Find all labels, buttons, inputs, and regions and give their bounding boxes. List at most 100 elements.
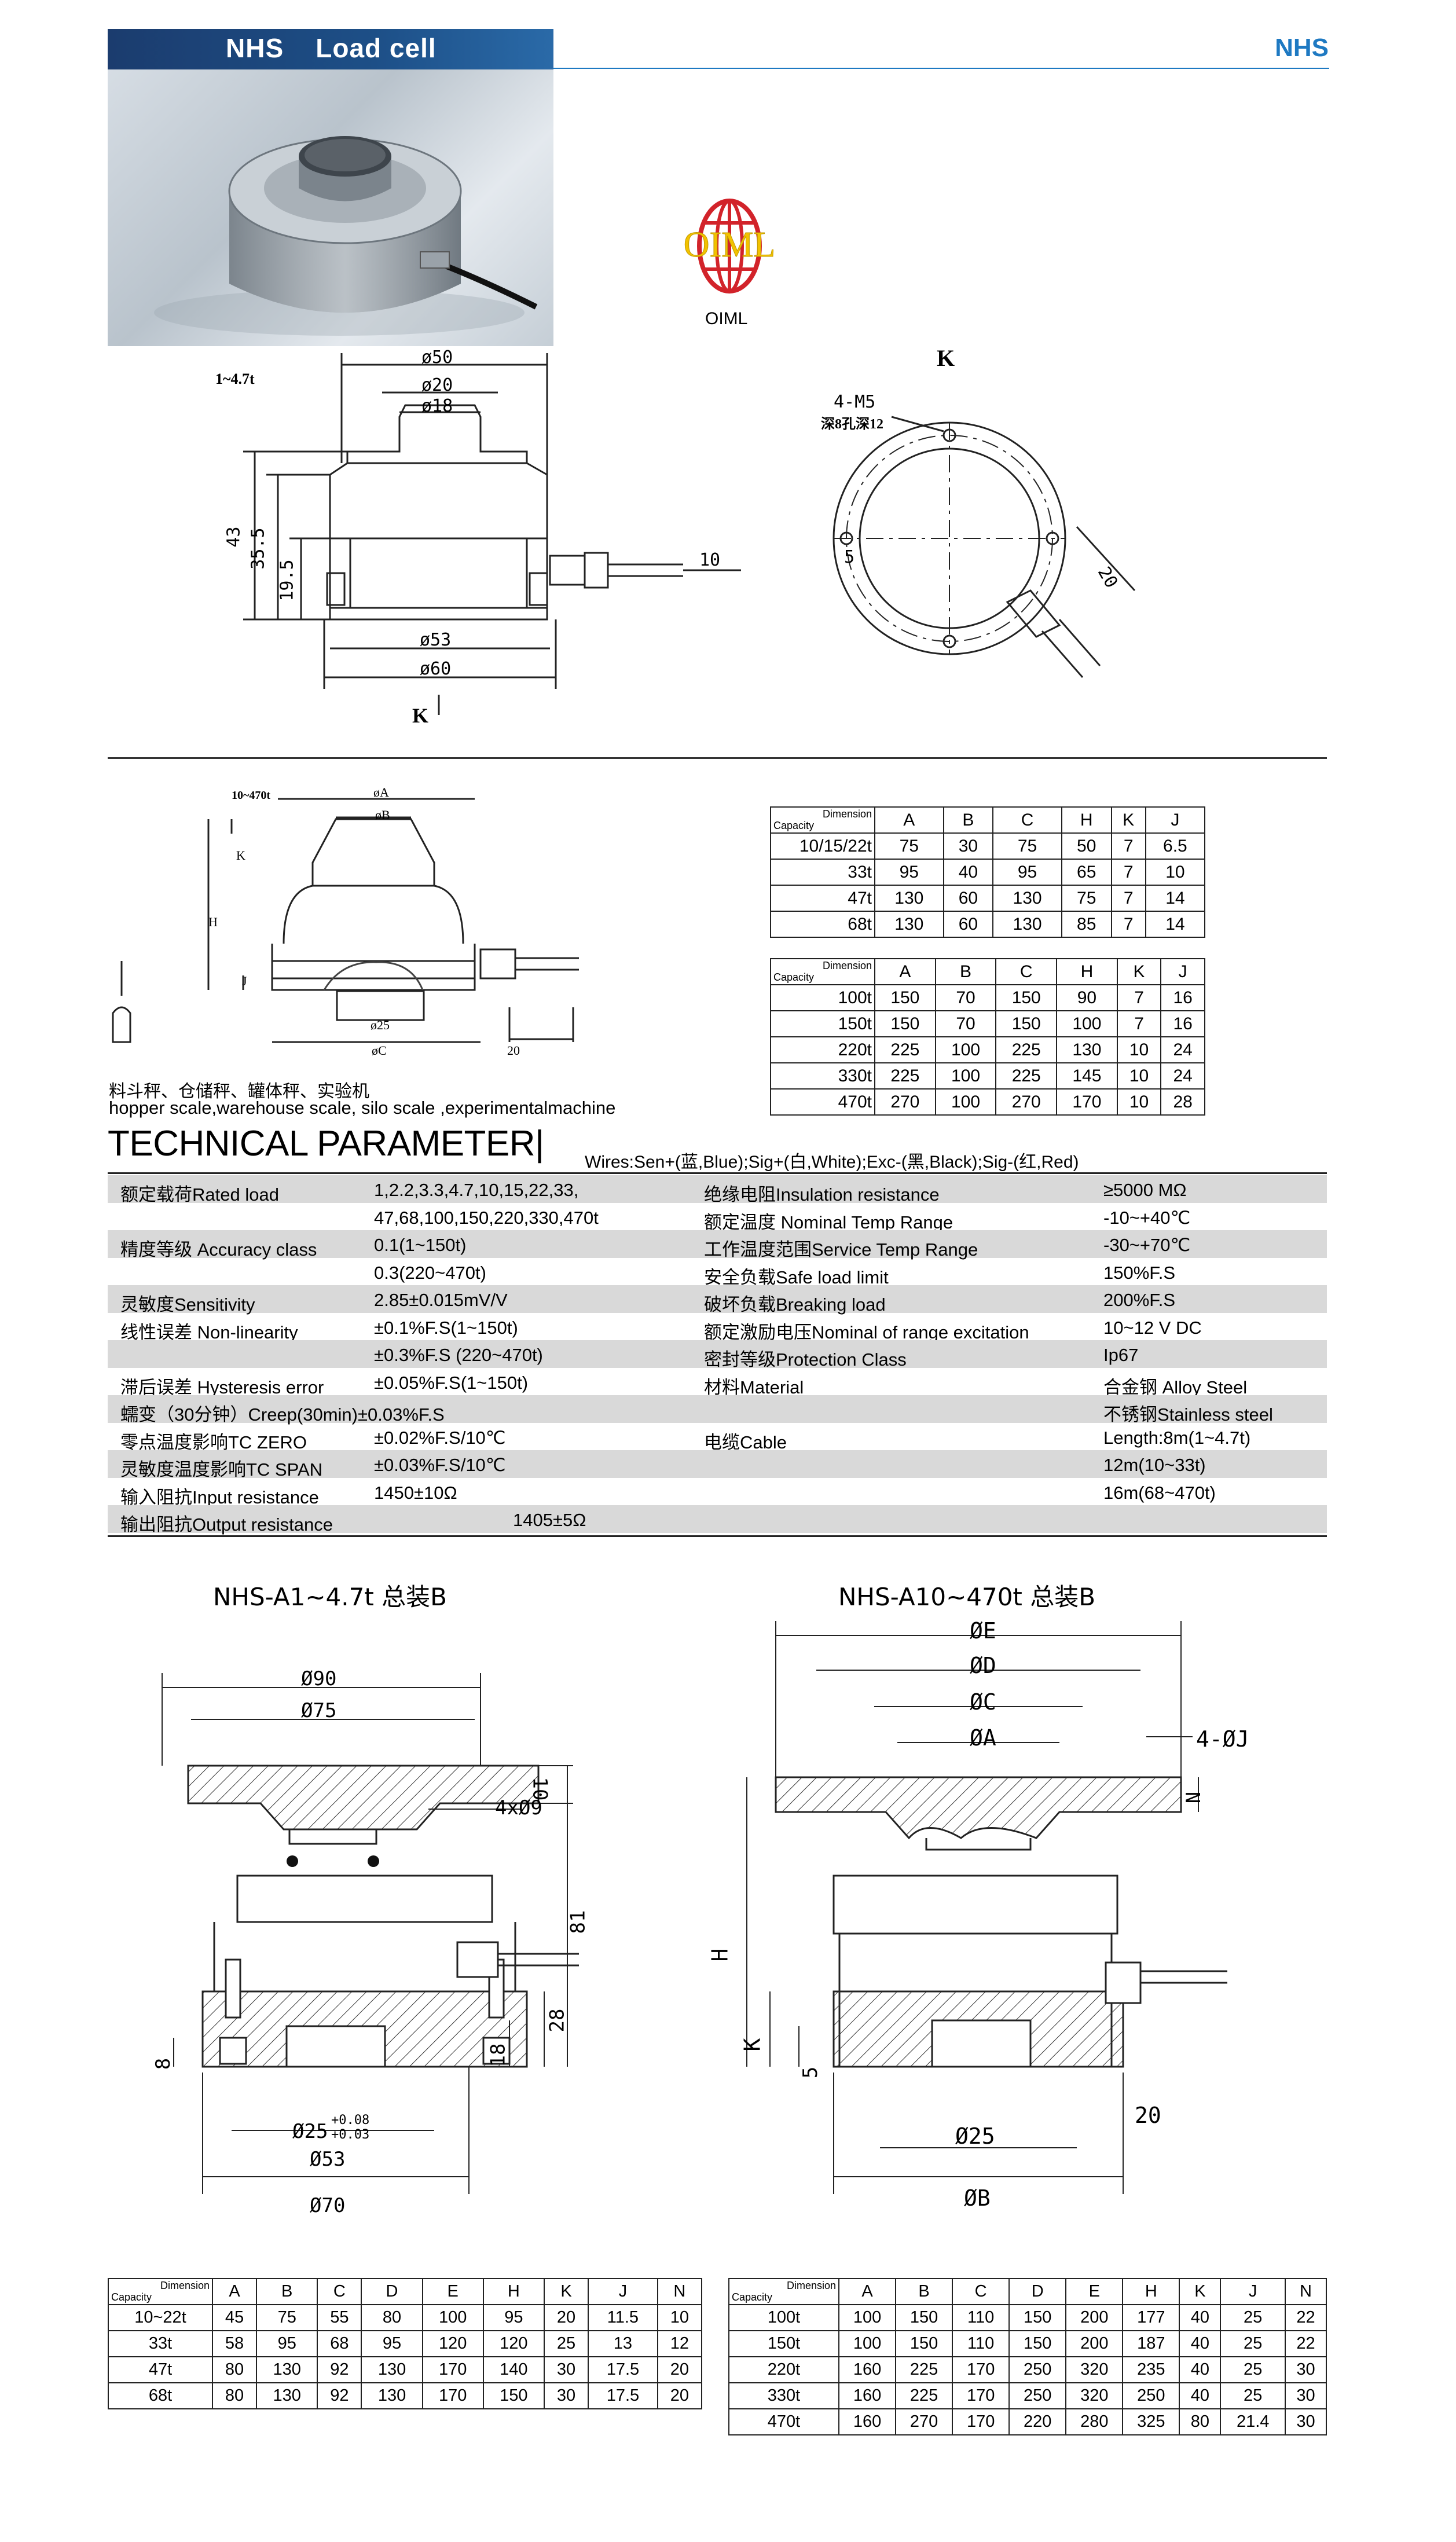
corner-bottom-label: Capacity xyxy=(773,820,815,831)
col-header: A xyxy=(838,2278,897,2305)
col-header: D xyxy=(361,2278,423,2305)
tech-cell: ±0.02%F.S/10℃ xyxy=(374,1427,506,1448)
col-header: B xyxy=(256,2278,318,2305)
table-cell: 7 xyxy=(1116,984,1162,1011)
table-cell: 325 xyxy=(1122,2408,1180,2435)
col-header: A xyxy=(874,806,944,834)
table-cell: 130 xyxy=(992,885,1062,912)
row-capacity: 220t xyxy=(728,2356,839,2383)
table-cell: 30 xyxy=(942,832,994,860)
row-capacity: 10/15/22t xyxy=(770,832,875,860)
table-cell: 14 xyxy=(1145,885,1206,912)
row-capacity: 33t xyxy=(770,859,875,886)
asm-a-d53: Ø53 xyxy=(310,2148,346,2171)
table-cell: 160 xyxy=(838,2408,897,2435)
table-cell: 92 xyxy=(317,2356,362,2383)
tech-cell: 1405±5Ω xyxy=(513,1510,586,1530)
col-header: N xyxy=(1284,2278,1327,2305)
dim-h195: 19.5 xyxy=(277,559,298,601)
table-cell: 6.5 xyxy=(1145,832,1206,860)
table-cell: 20 xyxy=(657,2356,703,2383)
table-cell: 55 xyxy=(317,2304,362,2331)
table-cell: 110 xyxy=(952,2304,1010,2331)
table-cell: 160 xyxy=(838,2382,897,2409)
table-cell: 75 xyxy=(1061,885,1112,912)
row-capacity: 10~22t xyxy=(108,2304,213,2331)
tech-cell: ±0.05%F.S(1~150t) xyxy=(374,1372,529,1393)
table-cell: 150 xyxy=(1008,2304,1067,2331)
asm-b-h: H xyxy=(707,1948,733,1962)
tech-cell: 10~12 V DC xyxy=(1103,1317,1202,1338)
asm-a-h18: 18 xyxy=(486,2043,510,2067)
row-capacity: 100t xyxy=(770,984,875,1011)
kview-depth: 深8孔深12 xyxy=(821,417,883,432)
dim-d25-2: ø25 xyxy=(371,1018,390,1032)
row-capacity: 47t xyxy=(770,885,875,912)
table-cell: 187 xyxy=(1122,2330,1180,2357)
table-cell: 40 xyxy=(942,859,994,886)
table-cell: 225 xyxy=(995,1036,1058,1063)
table-cell: 10 xyxy=(1116,1088,1162,1116)
dim-a-2: øA xyxy=(373,785,389,799)
table-cell: 10 xyxy=(1145,859,1206,886)
tech-cell: -10~+40℃ xyxy=(1103,1207,1191,1228)
tech-row: 蠕变（30分钟）Creep(30min)±0.03%F.S 不锈钢Stainles… xyxy=(108,1395,1327,1425)
col-header: B xyxy=(934,958,997,985)
table-cell: 20 xyxy=(657,2382,703,2409)
col-header: K xyxy=(1116,958,1162,985)
row-capacity: 150t xyxy=(728,2330,839,2357)
tech-cell: 2.85±0.015mV/V xyxy=(374,1290,508,1310)
dim-b-2: øB xyxy=(375,808,390,822)
tech-cell: ±0.1%F.S(1~150t) xyxy=(374,1317,518,1338)
table-cell: 150 xyxy=(995,1010,1058,1037)
tech-cell: 0.1(1~150t) xyxy=(374,1235,467,1255)
table-cell: 95 xyxy=(992,859,1062,886)
tech-cell: 蠕变（30分钟）Creep(30min)±0.03%F.S xyxy=(120,1404,445,1425)
col-header: J xyxy=(1160,958,1205,985)
col-header: H xyxy=(1122,2278,1180,2305)
table-cell: 30 xyxy=(543,2356,589,2383)
corner-top-label: Dimension xyxy=(786,2280,836,2291)
table-cell: 120 xyxy=(482,2330,545,2357)
tech-cell: 额定载荷Rated load xyxy=(120,1184,279,1205)
asm-a-d75: Ø75 xyxy=(301,1699,337,1722)
tech-cell: 零点温度影响TC ZERO xyxy=(120,1432,307,1452)
tech-cell: 不锈钢Stainless steel xyxy=(1103,1404,1273,1425)
tech-cell: 电缆Cable xyxy=(704,1432,787,1452)
table-cell: 80 xyxy=(211,2356,258,2383)
tech-cell: 安全负载Safe load limit xyxy=(704,1267,889,1287)
dim-w10: 10 xyxy=(699,550,721,570)
tech-cell: 合金钢 Alloy Steel xyxy=(1103,1377,1248,1397)
corner-bottom-label: Capacity xyxy=(111,2291,152,2303)
table-cell: 68 xyxy=(317,2330,362,2357)
table-cell: 270 xyxy=(895,2408,953,2435)
table-cell: 30 xyxy=(543,2382,589,2409)
dim-d20: ø20 xyxy=(421,375,453,395)
table-cell: 280 xyxy=(1065,2408,1124,2435)
dim-h355: 35.5 xyxy=(248,527,269,570)
tech-cell: 灵敏度温度影响TC SPAN xyxy=(120,1459,323,1480)
row-capacity: 68t xyxy=(108,2382,213,2409)
table-cell: 170 xyxy=(421,2382,484,2409)
table-cell: 120 xyxy=(421,2330,484,2357)
table-cell: 11.5 xyxy=(588,2304,658,2331)
table-cell: 225 xyxy=(874,1062,936,1090)
table-cell: 140 xyxy=(482,2356,545,2383)
asm-b-holes: 4-ØJ xyxy=(1196,1726,1249,1752)
tech-cell: 输入阻抗Input resistance xyxy=(120,1487,319,1507)
table-cell: 17.5 xyxy=(588,2356,658,2383)
row-capacity: 47t xyxy=(108,2356,213,2383)
table-cell: 24 xyxy=(1160,1036,1205,1063)
table-cell: 150 xyxy=(995,984,1058,1011)
table-cell: 100 xyxy=(934,1036,997,1063)
